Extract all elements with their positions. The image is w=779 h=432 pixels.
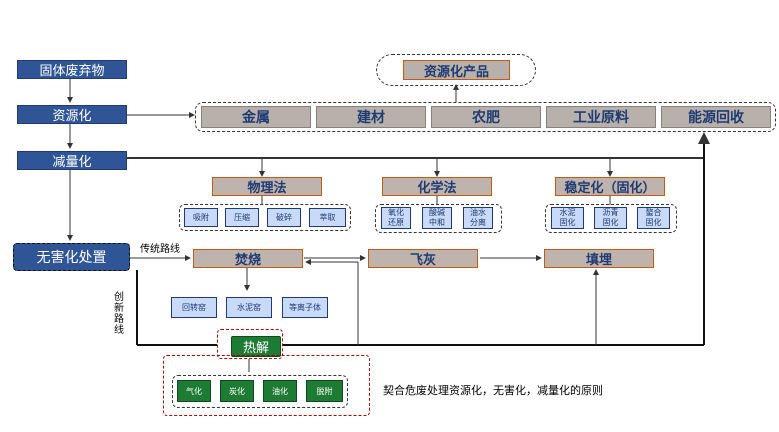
stabilize-method-box: 稳定化（固化）: [555, 177, 665, 196]
reduction-box: 减量化: [17, 151, 127, 170]
chemical-sub-label: 油水 分离: [470, 208, 486, 227]
physical-sub-item: 破碎: [267, 208, 301, 227]
chemical-sub-item: 酸碱 中和: [422, 207, 452, 229]
physical-method-label: 物理法: [247, 181, 287, 196]
physical-sub-label: 吸附: [193, 212, 209, 222]
physical-sub-label: 破碎: [276, 212, 292, 222]
product-energy: 能源回收: [661, 106, 771, 128]
kiln-item: 水泥窑: [226, 297, 272, 318]
product-metal: 金属: [201, 106, 311, 128]
product-fertilizer-label: 农肥: [472, 110, 500, 126]
products-title-group: [376, 54, 536, 86]
product-building: 建材: [316, 106, 426, 128]
physical-method-box: 物理法: [212, 177, 322, 196]
products-title-label: 资源化产品: [423, 64, 489, 80]
kiln-item: 等离子体: [282, 297, 328, 318]
physical-sub-item: 吸附: [184, 208, 218, 227]
physical-sub-group: [179, 204, 351, 231]
solid-waste-label: 固体废弃物: [39, 64, 105, 79]
physical-sub-label: 压缩: [234, 212, 250, 222]
product-energy-label: 能源回收: [688, 110, 744, 126]
product-industrial: 工业原料: [546, 106, 656, 128]
reduction-label: 减量化: [52, 155, 92, 170]
fly-ash-label: 飞灰: [409, 253, 436, 268]
pyrolysis-sub-item: 气化: [177, 380, 211, 402]
chemical-sub-label: 氧化 还原: [388, 208, 404, 227]
incineration-label: 焚烧: [234, 253, 261, 268]
product-industrial-label: 工业原料: [573, 110, 629, 126]
pyrolysis-sub-item: 脱附: [306, 380, 343, 402]
stabilize-sub-label: 螯合 固化: [645, 208, 662, 227]
product-metal-label: 金属: [242, 110, 270, 126]
physical-sub-label: 萃取: [319, 212, 336, 222]
products-title-box: 资源化产品: [403, 60, 510, 80]
landfill-box: 填埋: [544, 249, 654, 268]
pyrolysis-sub-label: 油化: [272, 386, 288, 396]
chemical-sub-item: 氧化 还原: [381, 207, 411, 229]
stabilize-sub-item: 螯合 固化: [637, 207, 670, 229]
pyrolysis-box: 热解: [231, 336, 281, 357]
innovative-route-label: 创新路线: [114, 292, 124, 336]
product-fertilizer: 农肥: [431, 106, 541, 128]
physical-sub-item: 萃取: [309, 208, 346, 227]
kiln-label: 等离子体: [289, 302, 321, 312]
physical-sub-item: 压缩: [225, 208, 259, 227]
kiln-label: 水泥窑: [237, 302, 261, 312]
chemical-sub-group: [375, 204, 502, 233]
harmless-label: 无害化处置: [36, 250, 107, 266]
traditional-route-label: 传统路线: [140, 244, 180, 255]
harmless-box: 无害化处置: [13, 243, 130, 271]
stabilize-sub-item: 水泥 固化: [551, 207, 584, 229]
pyrolysis-sub-item: 油化: [263, 380, 297, 402]
resource-label: 资源化: [52, 109, 92, 124]
chemical-sub-item: 油水 分离: [463, 207, 493, 229]
stabilize-sub-label: 水泥 固化: [559, 208, 576, 227]
resource-box: 资源化: [17, 105, 127, 124]
pyrolysis-sub-label: 炭化: [229, 386, 245, 396]
pyrolysis-sub-group: [172, 375, 348, 408]
stabilize-sub-label: 沥青 固化: [602, 208, 619, 227]
incineration-box: 焚烧: [193, 249, 303, 268]
principle-note: 契合危废处理资源化，无害化，减量化的原则: [383, 384, 603, 397]
pyrolysis-sub-label: 脱附: [316, 386, 333, 396]
pyrolysis-sub-label: 气化: [186, 386, 202, 396]
stabilize-sub-item: 沥青 固化: [594, 207, 627, 229]
kiln-item: 回转窑: [171, 297, 217, 318]
landfill-label: 填埋: [585, 253, 612, 268]
solid-waste-box: 固体废弃物: [17, 60, 127, 79]
chemical-sub-label: 酸碱 中和: [429, 208, 445, 227]
pyrolysis-label: 热解: [242, 341, 269, 356]
stabilize-sub-group: [545, 204, 677, 233]
product-building-label: 建材: [357, 110, 385, 126]
kiln-label: 回转窑: [182, 302, 206, 312]
fly-ash-box: 飞灰: [368, 249, 478, 268]
pyrolysis-sub-item: 炭化: [220, 380, 254, 402]
chemical-method-label: 化学法: [417, 181, 457, 196]
stabilize-method-label: 稳定化（固化）: [564, 181, 656, 196]
products-group: [195, 102, 776, 132]
chemical-method-box: 化学法: [382, 177, 492, 196]
pyrolysis-group: [163, 355, 370, 416]
